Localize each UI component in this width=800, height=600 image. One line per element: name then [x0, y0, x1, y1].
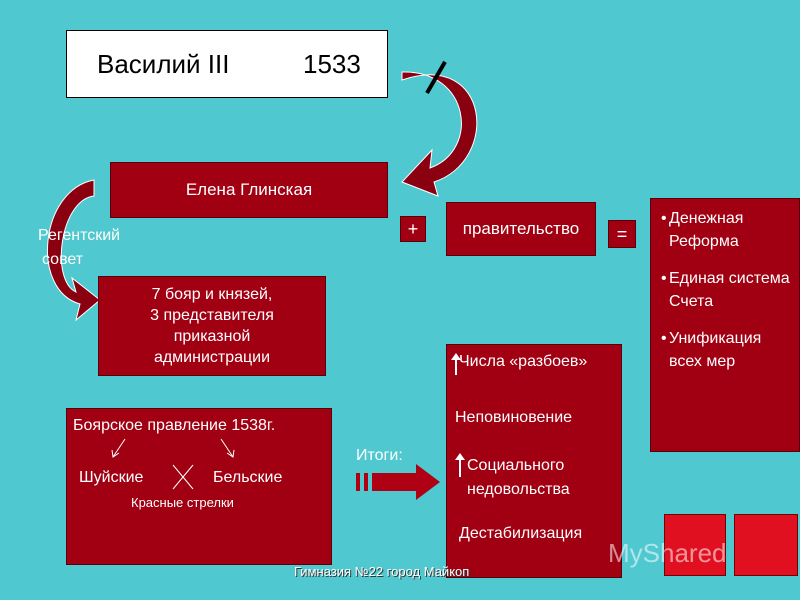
boyars-line: администрации	[153, 349, 271, 366]
boyars-line: 3 представителя	[150, 307, 274, 324]
boyar-rule-box: Боярское правление 1538г. Шуйские Бельск…	[66, 408, 332, 565]
reforms-box: Денежная Реформа Единая система Счета Ун…	[650, 198, 800, 452]
up-arrow-icon	[451, 353, 461, 375]
regency-line-1: Регентский	[38, 227, 121, 244]
outcome-item: Дестабилизация	[459, 525, 583, 542]
government-box: правительство	[446, 202, 596, 256]
reform-item: Денежная Реформа	[661, 207, 795, 253]
boyars-box: 7 бояр и князей, 3 представителя приказн…	[98, 276, 326, 376]
reform-item: Единая система Счета	[661, 267, 795, 313]
boyars-line: приказной	[173, 328, 251, 345]
title-name: Василий III	[97, 49, 230, 79]
regency-line-2: совет	[42, 251, 84, 268]
shuisky-label: Шуйские	[79, 469, 144, 486]
title-year: 1533	[303, 49, 361, 79]
footer-text: Гимназия №22 город Майкоп	[294, 564, 470, 579]
equals-sign: =	[608, 220, 636, 248]
results-arrow-head	[416, 464, 440, 500]
next-slide-button[interactable]	[734, 514, 798, 576]
boyars-line: 7 бояр и князей,	[151, 286, 273, 303]
elena-glinskaya-box: Елена Глинская	[110, 162, 388, 218]
outcome-item: Неповиновение	[455, 409, 573, 426]
boyar-rule-title: Боярское правление 1538г.	[73, 417, 276, 434]
results-arrow-stripe-1	[356, 473, 360, 491]
previous-slide-button[interactable]	[664, 514, 726, 576]
outcomes-box: Числа «разбоев» Неповиновение Социальног…	[446, 344, 622, 578]
plus-sign: +	[400, 216, 426, 242]
results-label: Итоги:	[356, 447, 403, 464]
belsky-label: Бельские	[213, 469, 283, 486]
curved-arrow-elena-to-boyars	[47, 179, 101, 322]
boyar-rule-arrows	[111, 438, 235, 490]
curved-arrow-title-to-elena	[401, 71, 478, 197]
results-arrow-stripe-2	[364, 473, 368, 491]
outcome-item: Числа «разбоев»	[459, 353, 588, 370]
regency-council-label: Регентский совет	[38, 224, 120, 272]
title-box: Василий III 1533	[66, 30, 447, 98]
up-arrow-icon	[455, 453, 465, 477]
watermark-logo: MyShared	[608, 538, 727, 568]
red-arrows-label: Красные стрелки	[131, 495, 234, 510]
outcome-item: Социального	[467, 457, 565, 474]
results-arrow-shaft	[372, 473, 418, 491]
outcome-item: недовольства	[467, 481, 570, 498]
reform-item: Унификация всех мер	[661, 327, 795, 373]
